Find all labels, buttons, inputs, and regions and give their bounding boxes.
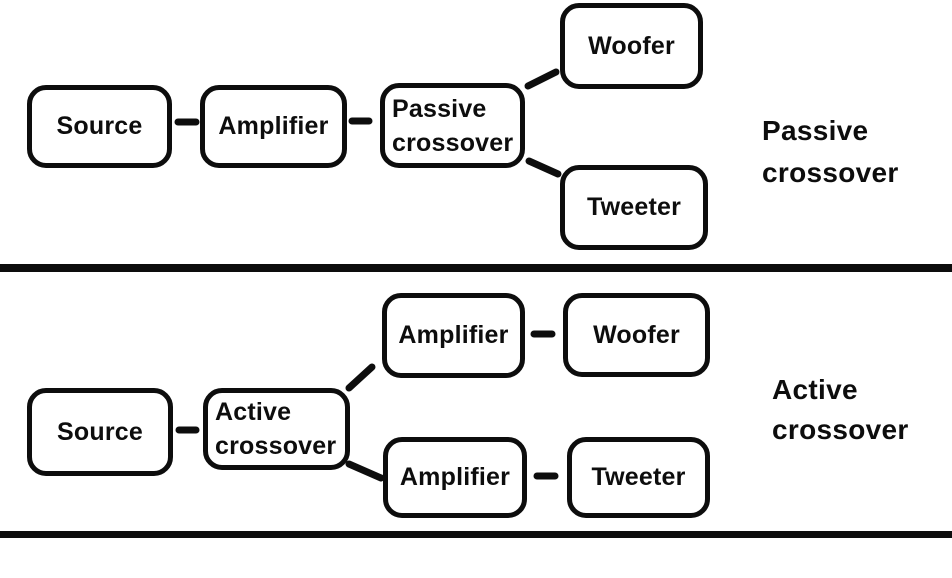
node-active-tweeter: Tweeter: [567, 437, 710, 518]
section-divider-top: [0, 264, 952, 272]
node-active-amplifier-top: Amplifier: [382, 293, 525, 378]
node-passive-amplifier: Amplifier: [200, 85, 347, 168]
node-label-line2: crossover: [392, 128, 514, 157]
passive-section-label: Passive crossover: [762, 110, 899, 194]
node-active-amplifier-bottom: Amplifier: [383, 437, 527, 518]
node-label: Source: [57, 417, 143, 446]
node-label: Amplifier: [398, 321, 509, 349]
node-label-line1: Active: [215, 398, 292, 426]
node-label: Tweeter: [591, 463, 686, 491]
node-label: Amplifier: [399, 463, 511, 491]
passive-section-label-line2: crossover: [762, 157, 899, 188]
active-section-label: Active crossover: [772, 370, 909, 450]
node-label-line2: crossover: [215, 432, 337, 460]
node-passive-crossover: Passive crossover: [380, 83, 525, 168]
active-section-label-line1: Active: [772, 374, 858, 405]
node-active-source: Source: [27, 388, 173, 476]
node-label: Amplifier: [218, 112, 329, 140]
connector-passive-crossover-woofer: [524, 68, 560, 90]
connector-active-crossover-amplifier-bottom: [345, 460, 385, 482]
node-label-line1: Passive: [392, 94, 487, 123]
passive-section-label-line1: Passive: [762, 115, 869, 146]
node-label: Tweeter: [586, 193, 682, 221]
node-passive-woofer: Woofer: [560, 3, 703, 89]
node-active-crossover: Active crossover: [203, 388, 350, 470]
connector-passive-crossover-tweeter: [525, 157, 562, 178]
active-section-label-line2: crossover: [772, 414, 909, 445]
node-label: Source: [56, 112, 143, 140]
section-divider-bottom: [0, 531, 952, 538]
node-passive-source: Source: [27, 85, 172, 168]
node-label: Woofer: [588, 31, 675, 60]
node-passive-tweeter: Tweeter: [560, 165, 708, 250]
node-active-woofer: Woofer: [563, 293, 710, 377]
connector-active-crossover-amplifier-top: [345, 363, 376, 392]
node-label: Woofer: [593, 320, 680, 349]
